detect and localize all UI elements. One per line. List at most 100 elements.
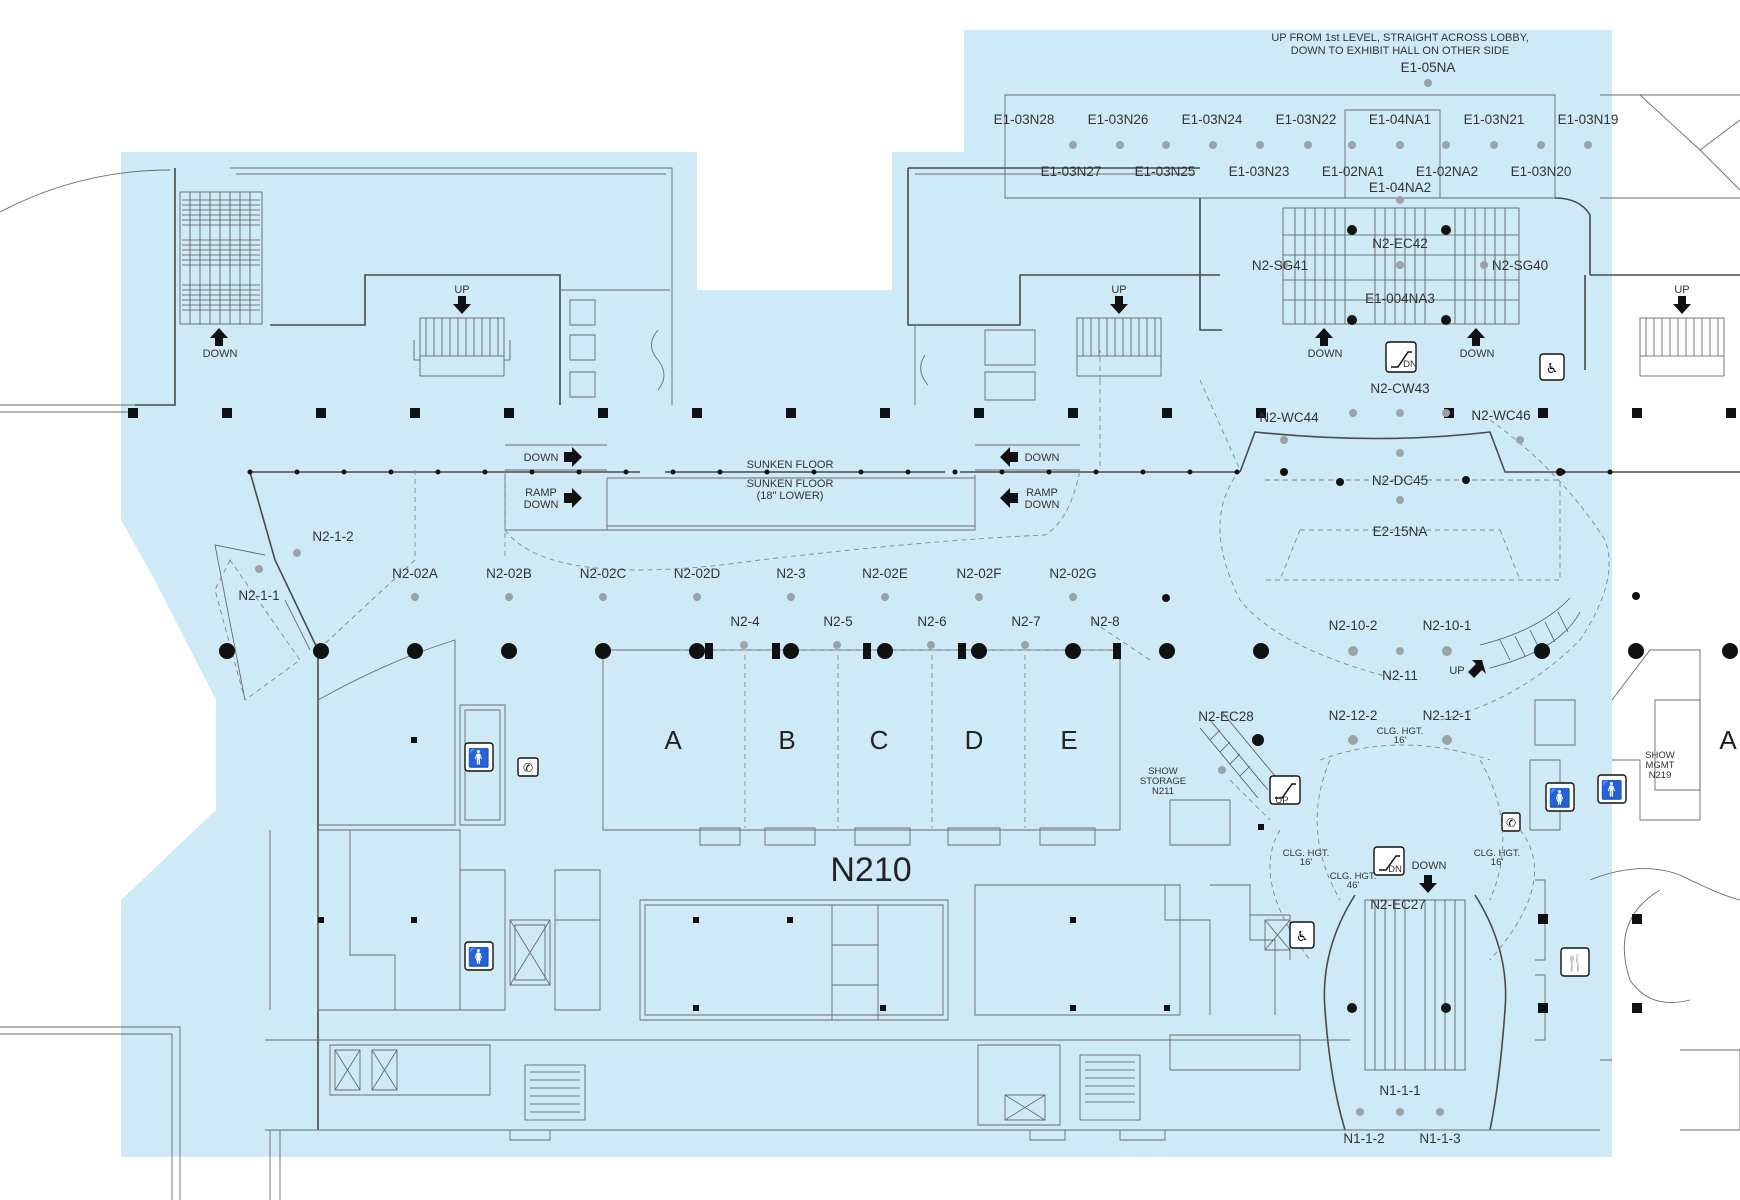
booth-label: N2-02C — [580, 566, 627, 581]
escalator-down-icon-2[interactable] — [1373, 846, 1405, 876]
svg-text:♿: ♿ — [1546, 361, 1559, 377]
booth-label: E1-03N26 — [1088, 112, 1149, 127]
booth-label: E1-03N27 — [1041, 164, 1102, 179]
booth-label: N2-3 — [776, 566, 805, 581]
booth-label: E1-03N25 — [1135, 164, 1196, 179]
show-storage-label: N211 — [1152, 786, 1174, 797]
booth-label: N2-WC44 — [1259, 410, 1319, 425]
down-label: DOWN — [1025, 452, 1060, 464]
booth-label: N2-02E — [862, 566, 908, 581]
elevator-accessible-icon-2[interactable]: ♿ — [1289, 921, 1315, 949]
room-label[interactable]: A — [664, 725, 682, 755]
restroom-men-icon-right[interactable]: 🚹 — [1597, 774, 1627, 804]
room-label[interactable]: D — [965, 725, 984, 755]
columns-row-2 — [219, 643, 1738, 659]
booth-label: N2-6 — [917, 614, 946, 629]
down-label: DOWN — [1308, 348, 1343, 360]
ceiling-height-label: CLG. HGT. — [1283, 848, 1329, 859]
down-label: DOWN — [524, 499, 559, 511]
room-label-right[interactable]: A — [1719, 725, 1737, 755]
dn-badge: DN — [1388, 864, 1402, 875]
booth-label: E2-15NA — [1373, 524, 1428, 539]
booth-label: E1-03N21 — [1464, 112, 1525, 127]
show-storage-label: STORAGE — [1140, 776, 1186, 787]
svg-text:🚹: 🚹 — [1601, 779, 1623, 801]
escalator-up-icon[interactable] — [1269, 775, 1301, 805]
escalator-right-curve — [1479, 597, 1581, 669]
booth-label: E1-03N24 — [1182, 112, 1243, 127]
arrow-down-1 — [210, 328, 228, 346]
escalator-ec28 — [1199, 711, 1281, 799]
escalator-down-icon[interactable] — [1385, 341, 1417, 373]
booth-label: N2-EC42 — [1372, 236, 1428, 251]
booth-label: N2-SG40 — [1492, 258, 1548, 273]
booth-label: E1-03N28 — [994, 112, 1055, 127]
ceiling-height-value: 16' — [1491, 857, 1504, 868]
svg-text:🚺: 🚺 — [468, 946, 490, 968]
ceiling-height-value: 16' — [1300, 857, 1313, 868]
arrow-down-3 — [1467, 328, 1485, 346]
arrow-down-ec27 — [1419, 875, 1437, 893]
booth-label: N1-1-2 — [1343, 1131, 1384, 1146]
up-label: UP — [1674, 284, 1689, 296]
booth-label: E1-02NA1 — [1322, 164, 1384, 179]
stair-up-2 — [1076, 317, 1162, 377]
exhibit-hall-area[interactable] — [121, 30, 1612, 1157]
restroom-women-icon-right[interactable]: 🚺 — [1545, 782, 1575, 812]
svg-text:✆: ✆ — [1506, 816, 1516, 830]
booth-label: E1-04NA1 — [1369, 112, 1431, 127]
ceiling-height-label: CLG. HGT. — [1377, 726, 1423, 737]
down-label: DOWN — [1025, 499, 1060, 511]
ceiling-height-value: 16' — [1394, 735, 1407, 746]
stair-up-3 — [1639, 317, 1725, 377]
booth-label: N2-1-2 — [312, 529, 353, 544]
restroom-men-icon[interactable]: 🚹 — [464, 742, 494, 772]
columns-inner — [318, 225, 1642, 1013]
svg-text:🍴: 🍴 — [1565, 953, 1585, 972]
arrow-left-down — [1000, 447, 1018, 467]
booth-label: E1-05NA — [1401, 60, 1456, 75]
sunken-floor-label: SUNKEN FLOOR — [747, 459, 834, 471]
restroom-women-icon[interactable]: 🚺 — [464, 941, 494, 971]
columns-row-1 — [128, 408, 1736, 418]
booth-label: E1-004NA3 — [1365, 291, 1435, 306]
booth-label: N2-1-1 — [238, 588, 279, 603]
booth-label: N2-8 — [1090, 614, 1119, 629]
arrow-right-down — [564, 447, 582, 467]
stair-up-1 — [413, 317, 511, 377]
booth-label: N2-12-2 — [1329, 708, 1378, 723]
booth-label: E1-03N20 — [1511, 164, 1572, 179]
booth-label: N2-10-1 — [1423, 618, 1472, 633]
booth-label: N2-10-2 — [1329, 618, 1378, 633]
arrow-down-2 — [1315, 328, 1333, 346]
arrow-left-ramp — [1000, 488, 1018, 508]
booth-label: E1-03N19 — [1558, 112, 1619, 127]
booth-label: N2-02G — [1049, 566, 1096, 581]
ramp-label: RAMP — [525, 487, 557, 499]
booth-label: N2-4 — [730, 614, 760, 629]
restaurant-icon[interactable]: 🍴 — [1560, 947, 1590, 977]
room-label[interactable]: B — [778, 725, 795, 755]
phone-icon[interactable]: ✆ — [517, 757, 539, 777]
main-hall-label[interactable]: N210 — [830, 851, 911, 889]
elevator-accessible-icon[interactable]: ♿ — [1539, 353, 1565, 381]
booth-label: N2-CW43 — [1370, 381, 1429, 396]
room-label[interactable]: E — [1060, 725, 1077, 755]
phone-icon-right[interactable]: ✆ — [1501, 812, 1521, 832]
booth-label: N2-5 — [823, 614, 852, 629]
svg-text:🚹: 🚹 — [468, 747, 490, 769]
booth-label: N2-EC28 — [1198, 709, 1254, 724]
up-label: UP — [1449, 665, 1464, 677]
booth-label: N2-02A — [392, 566, 438, 581]
ceiling-height-label: CLG. HGT. — [1330, 871, 1376, 882]
arrow-up-curve — [1468, 660, 1486, 678]
sunken-floor-lower-label: SUNKEN FLOOR — [747, 478, 834, 490]
booth-label: N1-1-1 — [1379, 1083, 1420, 1098]
ceiling-height-value: 46' — [1347, 880, 1360, 891]
down-label: DOWN — [524, 452, 559, 464]
room-label[interactable]: C — [870, 725, 889, 755]
sunken-floor-lower-note: (18" LOWER) — [757, 490, 824, 502]
arrow-up-3 — [1673, 296, 1691, 314]
booth-label: N2-02D — [674, 566, 721, 581]
